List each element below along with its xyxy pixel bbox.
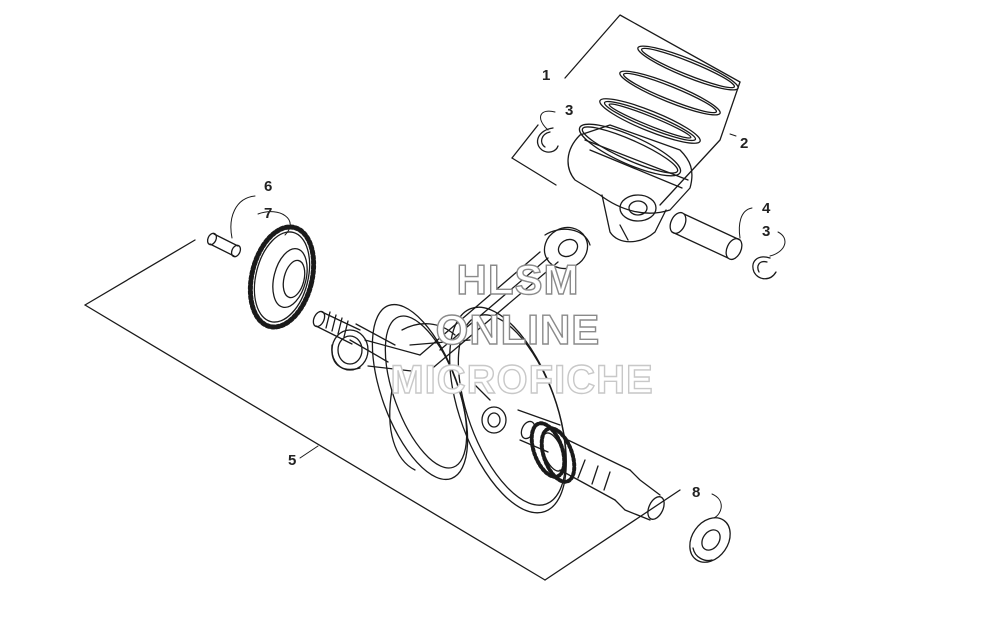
leader-2: [729, 133, 737, 137]
callout-6: 6: [264, 178, 272, 195]
watermark-line-3: MICROFICHE: [390, 358, 653, 402]
timing-gear: [247, 224, 317, 330]
callout-8: 8: [692, 484, 700, 501]
callout-1: 1: [542, 67, 550, 84]
circlip-right: [752, 256, 777, 280]
leader-8: [711, 493, 722, 519]
callout-7: 7: [264, 205, 272, 222]
thrust-washer: [689, 517, 731, 563]
watermark-line-2: ONLINE: [436, 306, 601, 353]
leader-5: [299, 445, 319, 459]
connecting-rod: [331, 226, 591, 373]
callout-4: 4: [762, 200, 771, 217]
crankshaft-group-box: [84, 239, 681, 581]
leader-lines: [230, 110, 786, 519]
circlip-left: [536, 127, 559, 153]
leader-6: [230, 195, 256, 239]
leader-3-left: [540, 110, 556, 131]
callout-2: 2: [740, 135, 748, 152]
leader-4: [738, 207, 753, 239]
crankshaft: [312, 303, 665, 521]
piston-assembly-group-box: [511, 14, 741, 206]
callout-3-left: 3: [565, 102, 573, 119]
piston-pin: [669, 211, 743, 261]
leader-7: [257, 211, 291, 236]
callout-3-right: 3: [762, 223, 770, 240]
piston-ring-set: [599, 45, 739, 144]
piston: [567, 123, 693, 243]
leader-3-right: [769, 231, 786, 257]
watermark-line-1: HLSM: [457, 256, 580, 303]
dowel-pin: [206, 232, 242, 258]
callout-5: 5: [288, 452, 296, 469]
